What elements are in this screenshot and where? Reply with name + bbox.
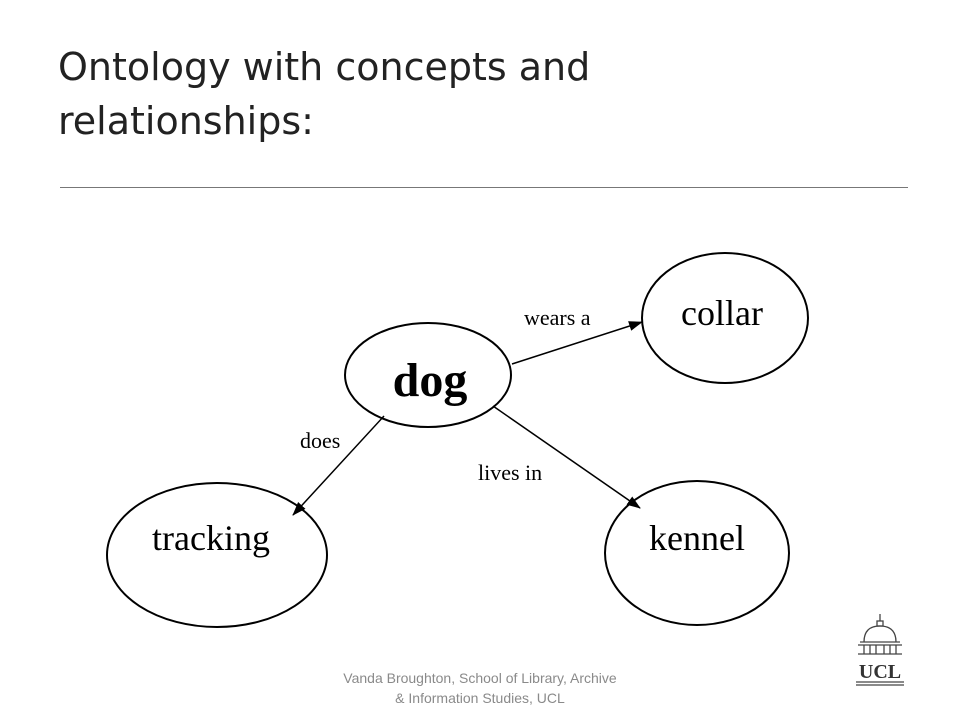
node-tracking-label: tracking (152, 518, 270, 558)
node-collar-label: collar (681, 293, 763, 333)
node-tracking: tracking (106, 482, 328, 628)
edge-label-does: does (300, 428, 340, 453)
node-kennel-label: kennel (649, 518, 745, 558)
edge-label-lives-in: lives in (478, 460, 542, 485)
node-kennel: kennel (604, 480, 790, 626)
node-collar: collar (641, 252, 809, 384)
node-dog: dog (344, 322, 512, 428)
node-dog-label: dog (393, 354, 468, 407)
edge-does (292, 415, 385, 516)
edge-label-wears-a: wears a (524, 305, 591, 330)
title-line-2: relationships: (58, 99, 314, 143)
footer-line-1: Vanda Broughton, School of Library, Arch… (343, 670, 617, 686)
title-line-1: Ontology with concepts and (58, 45, 591, 89)
edge-lives-in (492, 405, 641, 509)
slide-footer: Vanda Broughton, School of Library, Arch… (300, 668, 660, 708)
ucl-dome-icon: UCL (856, 614, 904, 686)
ucl-logo-text: UCL (859, 661, 901, 683)
edge-wears-a (511, 321, 643, 365)
slide-title: Ontology with concepts and relationships… (58, 40, 908, 148)
footer-line-2: & Information Studies, UCL (395, 690, 565, 706)
title-divider (60, 187, 908, 188)
